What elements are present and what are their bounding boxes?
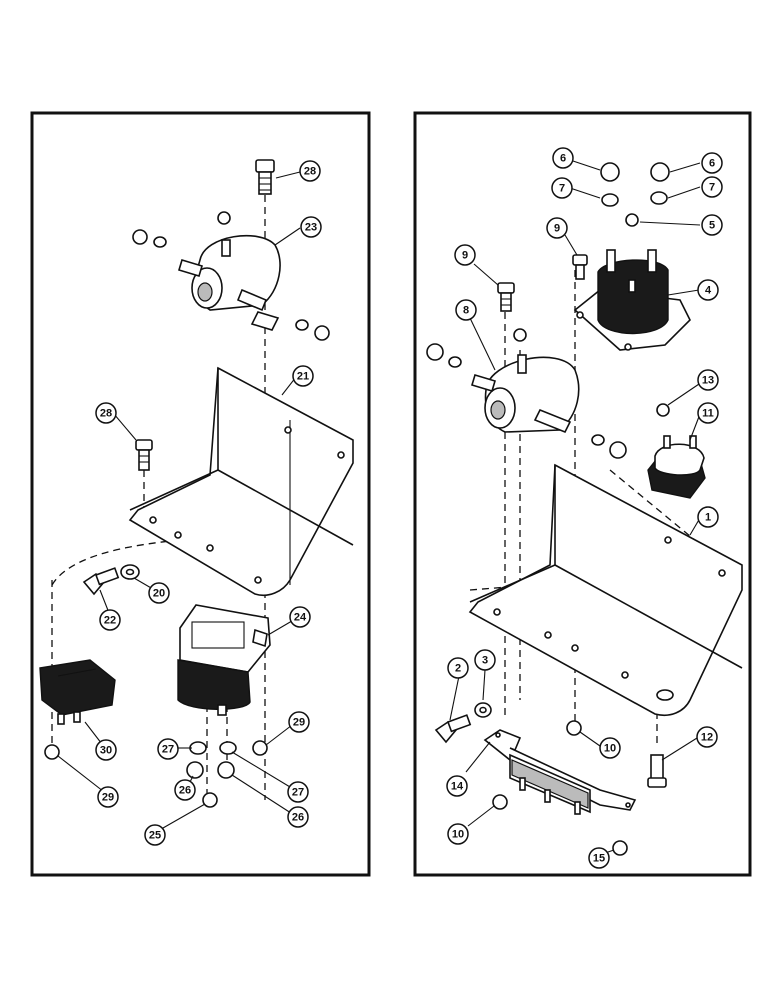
relay-30 xyxy=(39,659,116,725)
svg-text:26: 26 xyxy=(292,812,304,824)
left-callout-27: 27 xyxy=(157,738,179,760)
right-callout-8: 8 xyxy=(455,299,477,321)
svg-text:28: 28 xyxy=(304,166,316,178)
svg-text:7: 7 xyxy=(709,182,715,194)
svg-text:14: 14 xyxy=(451,781,464,793)
svg-text:10: 10 xyxy=(452,829,464,841)
bolt-9-b xyxy=(497,282,515,312)
svg-text:11: 11 xyxy=(702,408,714,420)
bolt-28-top xyxy=(255,159,275,195)
svg-text:27: 27 xyxy=(162,744,174,756)
resistor-14 xyxy=(483,729,637,815)
svg-text:27: 27 xyxy=(292,787,304,799)
right-callout-10: 10 xyxy=(447,823,469,845)
left-panel xyxy=(30,111,371,877)
right-panel-frame xyxy=(413,111,752,877)
right-callout-1: 1 xyxy=(697,506,719,528)
right-callout-6: 6 xyxy=(552,147,574,169)
right-callout-15: 15 xyxy=(588,847,610,869)
right-callout-5: 5 xyxy=(701,214,723,236)
svg-text:25: 25 xyxy=(149,830,161,842)
svg-text:21: 21 xyxy=(297,371,309,383)
left-callouts: 28 23 21 28 22 20 24 30 27 29 26 27 29 26 25 xyxy=(95,160,322,846)
svg-text:5: 5 xyxy=(709,220,715,232)
left-callout-26: 26 xyxy=(287,806,309,828)
svg-text:29: 29 xyxy=(293,717,305,729)
right-callout-7: 7 xyxy=(701,176,723,198)
right-callout-7: 7 xyxy=(551,177,573,199)
right-panel xyxy=(413,111,752,877)
bolt-2 xyxy=(434,714,472,744)
left-callout-21: 21 xyxy=(292,365,314,387)
right-callout-9: 9 xyxy=(546,217,568,239)
left-callout-25: 25 xyxy=(144,824,166,846)
left-callout-22: 22 xyxy=(99,609,121,631)
left-panel-frame xyxy=(30,111,371,877)
right-callout-14: 14 xyxy=(446,775,468,797)
nut-10-upper xyxy=(566,720,582,736)
bolt-22 xyxy=(82,567,120,596)
left-callout-26: 26 xyxy=(174,779,196,801)
svg-text:22: 22 xyxy=(104,615,116,627)
svg-text:6: 6 xyxy=(709,158,715,170)
svg-text:26: 26 xyxy=(179,785,191,797)
left-callout-28: 28 xyxy=(95,402,117,424)
bolt-12 xyxy=(647,754,667,788)
svg-text:1: 1 xyxy=(705,512,711,524)
right-callout-2: 2 xyxy=(447,657,469,679)
svg-text:6: 6 xyxy=(560,153,566,165)
svg-text:30: 30 xyxy=(100,745,112,757)
washer-20 xyxy=(120,564,140,580)
left-callout-28: 28 xyxy=(299,160,321,182)
svg-text:24: 24 xyxy=(294,612,307,624)
svg-text:28: 28 xyxy=(100,408,112,420)
svg-text:15: 15 xyxy=(593,853,605,865)
right-callout-10: 10 xyxy=(599,737,621,759)
right-top-hardware xyxy=(600,162,670,227)
right-callout-11: 11 xyxy=(697,402,719,424)
left-callout-24: 24 xyxy=(289,606,311,628)
svg-text:3: 3 xyxy=(482,655,488,667)
solenoid-23 xyxy=(132,211,330,341)
right-callout-3: 3 xyxy=(474,649,496,671)
bolt-9-a xyxy=(572,254,588,280)
svg-text:10: 10 xyxy=(604,743,616,755)
bracket-21 xyxy=(128,366,354,596)
svg-text:20: 20 xyxy=(153,588,165,600)
left-callout-23: 23 xyxy=(300,216,322,238)
solenoid-8 xyxy=(426,328,627,459)
left-hardware xyxy=(44,740,268,808)
svg-text:23: 23 xyxy=(305,222,317,234)
svg-text:9: 9 xyxy=(462,250,468,262)
right-callout-6: 6 xyxy=(701,152,723,174)
svg-text:12: 12 xyxy=(701,732,713,744)
right-leaders xyxy=(449,159,703,855)
right-callout-12: 12 xyxy=(696,726,718,748)
left-callout-29: 29 xyxy=(97,786,119,808)
bracket-1 xyxy=(468,463,743,716)
bolt-28-lower xyxy=(135,439,153,471)
svg-text:8: 8 xyxy=(463,305,469,317)
right-lower-hardware xyxy=(492,794,628,856)
svg-text:29: 29 xyxy=(102,792,114,804)
right-callout-13: 13 xyxy=(697,369,719,391)
svg-text:13: 13 xyxy=(702,375,714,387)
right-callout-4: 4 xyxy=(697,279,719,301)
left-callout-20: 20 xyxy=(148,582,170,604)
right-callout-9: 9 xyxy=(454,244,476,266)
left-callout-30: 30 xyxy=(95,739,117,761)
left-callout-27: 27 xyxy=(287,781,309,803)
washer-3 xyxy=(474,702,492,718)
solenoid-4 xyxy=(573,249,691,351)
svg-text:4: 4 xyxy=(705,285,712,297)
left-callout-29: 29 xyxy=(288,711,310,733)
svg-text:7: 7 xyxy=(559,183,565,195)
relay-11 xyxy=(647,403,706,499)
svg-text:2: 2 xyxy=(455,663,461,675)
svg-text:9: 9 xyxy=(554,223,560,235)
relay-24 xyxy=(177,604,271,716)
